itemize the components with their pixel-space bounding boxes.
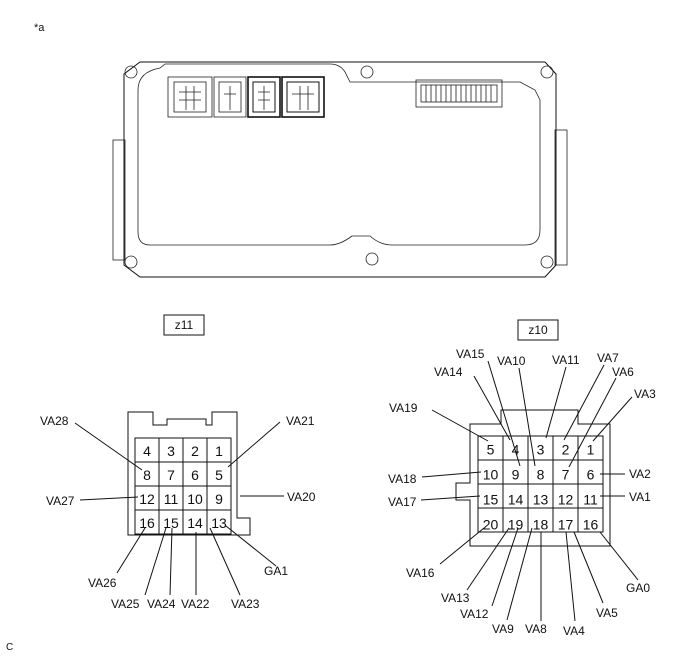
z10-label-va5: VA5 [596,606,618,620]
z10-labels: VA15 VA10 VA11 VA7 VA14 VA6 VA3 VA19 VA1… [388,347,656,638]
z10-label-va17: VA17 [388,495,417,509]
z11-pin-15: 15 [163,515,179,531]
z11-pin-11: 11 [164,491,179,507]
z11-pin-3: 3 [167,443,175,459]
z10-label-va13: VA13 [441,591,470,605]
z11-label-va26: VA26 [88,576,117,590]
z10-leaders [420,360,639,622]
z10-pin-4: 4 [512,442,520,458]
z11-label-va27: VA27 [46,494,75,508]
z11-pin-9: 9 [215,491,223,507]
z10-code: z10 [528,323,548,337]
z10-label-va7: VA7 [597,351,619,365]
z10-pin-14: 14 [508,492,524,508]
z11-label-va23: VA23 [231,597,260,611]
z10-pin-8: 8 [537,467,545,483]
z11-pin-7: 7 [167,467,175,483]
z10-label-va3: VA3 [634,387,656,401]
z11-pin-8: 8 [143,467,151,483]
z10-connector: 5 4 3 2 1 10 9 8 7 6 15 14 13 12 11 20 19 18 17 16 [455,409,611,547]
z10-pin-16: 16 [583,517,599,533]
z11-pin-10: 10 [187,491,203,507]
z11-leaders [74,421,284,596]
figure-ref: *a [34,22,45,34]
z11-code: z11 [175,318,194,332]
z10-pin-2: 2 [562,442,570,458]
z10-pin-6: 6 [587,467,595,483]
z11-label-va24: VA24 [147,597,176,611]
z10-pin-20: 20 [483,517,499,533]
z10-pin-18: 18 [533,517,549,533]
z10-pin-3: 3 [537,442,545,458]
z10-label-va14: VA14 [434,365,463,379]
z11-label-va22: VA22 [181,597,210,611]
z11-pin-12: 12 [139,491,155,507]
z10-label-va1: VA1 [629,490,651,504]
z10-label-va12: VA12 [460,607,489,621]
z10-pin-17: 17 [558,517,574,533]
z11-code-box [163,314,205,336]
z10-pin-1: 1 [587,442,595,458]
z10-label-va8: VA8 [525,622,547,636]
z10-pin-7: 7 [562,467,570,483]
z11-pin-14: 14 [187,515,203,531]
z11-pin-1: 1 [215,443,223,459]
z10-pin-11: 11 [583,492,598,508]
z10-pin-15: 15 [483,492,499,508]
z11-pin-2: 2 [191,443,199,459]
z11-label-va20: VA20 [287,490,316,504]
z11-pin-6: 6 [191,467,199,483]
z11-label-va25: VA25 [111,597,140,611]
z10-pin-13: 13 [533,492,549,508]
z11-label-ga1: GA1 [264,564,288,578]
z11-pin-4: 4 [143,443,151,459]
z10-label-va16: VA16 [406,566,435,580]
ecu-module [112,61,568,278]
z10-code-box [517,319,559,341]
z10-label-va10: VA10 [497,354,526,368]
z10-pin-19: 19 [508,517,524,533]
z10-label-va11: VA11 [552,353,580,367]
z10-pin-9: 9 [512,467,520,483]
z10-label-va19: VA19 [389,401,418,415]
z10-label-va6: VA6 [612,365,634,379]
z10-label-ga0: GA0 [626,581,650,595]
z11-pin-16: 16 [139,515,155,531]
z10-pin-12: 12 [558,492,574,508]
z11-label-va28: VA28 [40,414,69,428]
z10-label-va18: VA18 [388,472,417,486]
z10-label-va4: VA4 [563,624,585,638]
z11-pin-13: 13 [211,515,227,531]
z11-label-va21: VA21 [286,414,315,428]
corner-code: C [6,642,13,653]
z11-labels: VA28 VA21 VA27 VA20 VA26 VA25 VA24 VA22 … [40,414,316,611]
z10-label-va2: VA2 [629,467,651,481]
z10-pin-5: 5 [487,442,495,458]
z10-pin-10: 10 [483,467,499,483]
z11-pin-5: 5 [215,467,223,483]
z10-label-va15: VA15 [456,347,485,361]
z10-label-va9: VA9 [492,622,514,636]
